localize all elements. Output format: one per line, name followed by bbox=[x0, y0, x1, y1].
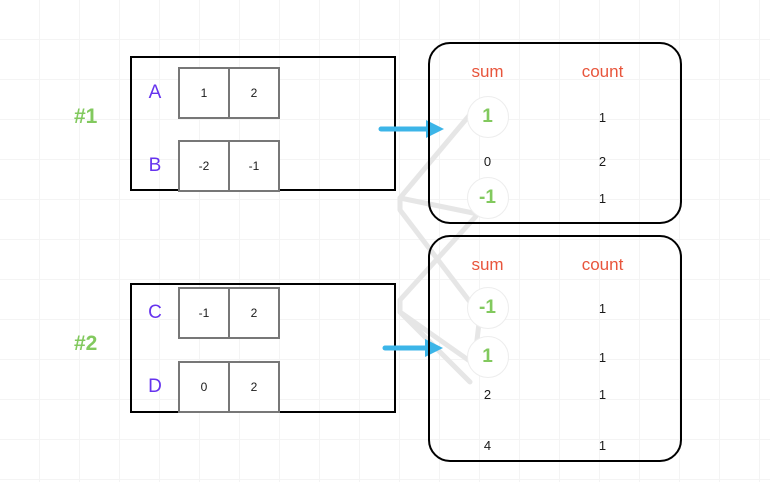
highlight-bubble: -1 bbox=[466, 287, 509, 329]
table-1-count-1: 2 bbox=[598, 153, 607, 169]
data-row-d: D 0 2 bbox=[132, 361, 280, 413]
cell-c-0: -1 bbox=[178, 287, 230, 339]
group-label-1: #1 bbox=[74, 105, 98, 128]
table-2-row-2: 2 1 bbox=[430, 373, 680, 415]
cell-a-0: 1 bbox=[178, 67, 230, 119]
data-row-c: C -1 2 bbox=[132, 287, 280, 339]
table-2-sum-0: -1 bbox=[430, 287, 545, 329]
table-1-header-count: count bbox=[581, 62, 624, 81]
cell-a-1: 2 bbox=[228, 67, 280, 119]
table-2-count-0: 1 bbox=[598, 300, 607, 316]
table-1-sum-1: 0 bbox=[483, 153, 492, 169]
row-cells-b: -2 -1 bbox=[178, 140, 280, 192]
table-2-header-count: count bbox=[581, 255, 624, 274]
row-label-d: D bbox=[148, 376, 162, 397]
table-2-header-row: sum count bbox=[430, 255, 680, 275]
row-label-b: B bbox=[148, 155, 162, 176]
table-1-row-1: 0 2 bbox=[430, 140, 680, 182]
table-2-count-3: 1 bbox=[598, 437, 607, 453]
table-1-header-row: sum count bbox=[430, 62, 680, 82]
table-2-row-0: -1 1 bbox=[430, 287, 680, 329]
table-1-count-2: 1 bbox=[598, 190, 607, 206]
table-2-row-3: 4 1 bbox=[430, 424, 680, 466]
row-cells-d: 0 2 bbox=[178, 361, 280, 413]
data-row-b: B -2 -1 bbox=[132, 140, 280, 192]
table-1-row-0: 1 1 bbox=[430, 96, 680, 138]
table-1-row-2: -1 1 bbox=[430, 177, 680, 219]
cell-d-0: 0 bbox=[178, 361, 230, 413]
table-2-count-1: 1 bbox=[598, 349, 607, 365]
table-1-header-sum: sum bbox=[471, 62, 504, 81]
highlight-bubble: 1 bbox=[466, 96, 509, 138]
cell-d-1: 2 bbox=[228, 361, 280, 413]
table-2-sum-1: 1 bbox=[430, 336, 545, 378]
row-cells-c: -1 2 bbox=[178, 287, 280, 339]
result-table-2: sum count -1 1 1 1 2 1 4 1 bbox=[428, 235, 682, 462]
highlight-bubble: -1 bbox=[466, 177, 509, 219]
data-row-a: A 1 2 bbox=[132, 67, 280, 119]
table-2-count-2: 1 bbox=[598, 386, 607, 402]
row-label-c: C bbox=[148, 302, 162, 323]
table-2-header-sum: sum bbox=[471, 255, 504, 274]
row-cells-a: 1 2 bbox=[178, 67, 280, 119]
cell-b-0: -2 bbox=[178, 140, 230, 192]
result-table-1: sum count 1 1 0 2 -1 1 bbox=[428, 42, 682, 224]
table-1-sum-2: -1 bbox=[430, 177, 545, 219]
highlight-bubble: 1 bbox=[466, 336, 509, 378]
row-label-a: A bbox=[148, 82, 162, 103]
table-2-row-1: 1 1 bbox=[430, 336, 680, 378]
table-2-sum-3: 4 bbox=[483, 437, 492, 453]
table-1-count-0: 1 bbox=[598, 109, 607, 125]
cell-b-1: -1 bbox=[228, 140, 280, 192]
group-label-2: #2 bbox=[74, 332, 98, 355]
table-1-sum-0: 1 bbox=[430, 96, 545, 138]
cell-c-1: 2 bbox=[228, 287, 280, 339]
table-2-sum-2: 2 bbox=[483, 386, 492, 402]
